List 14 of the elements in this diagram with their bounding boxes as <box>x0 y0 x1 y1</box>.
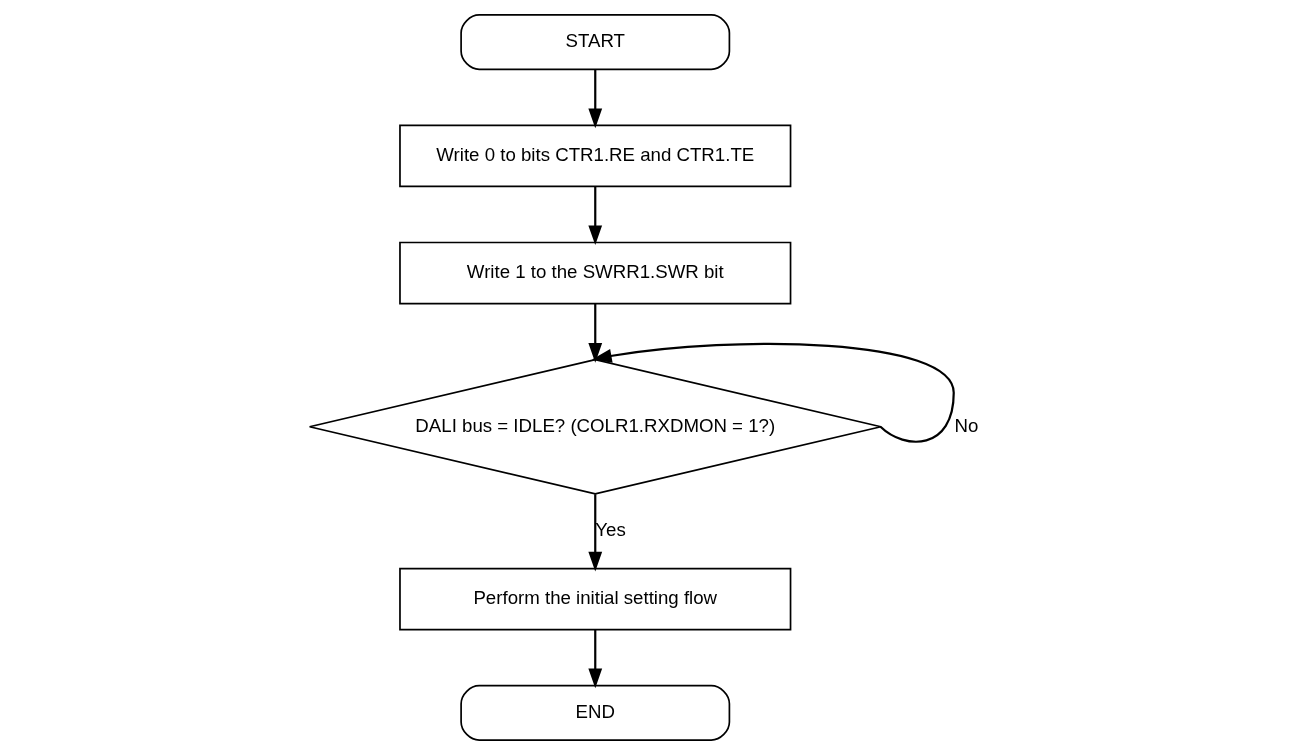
arrow <box>588 186 603 246</box>
arrow <box>588 494 603 572</box>
edge-label: No <box>954 414 979 436</box>
arrow <box>591 342 955 443</box>
node-box: START <box>460 14 731 71</box>
arrow <box>588 629 603 689</box>
node-box: Write 0 to bits CTR1.RE and CTR1.TE <box>399 124 792 188</box>
edge-label: Yes <box>595 518 626 540</box>
arrow <box>588 303 603 363</box>
node-box: Write 1 to the SWRR1.SWR bit <box>399 241 792 305</box>
node-box: END <box>460 684 731 741</box>
node-diamond: DALI bus = IDLE? (COLR1.RXDMON = 1?) <box>308 358 882 495</box>
node-box: Perform the initial setting flow <box>399 567 792 631</box>
arrow <box>588 69 603 129</box>
